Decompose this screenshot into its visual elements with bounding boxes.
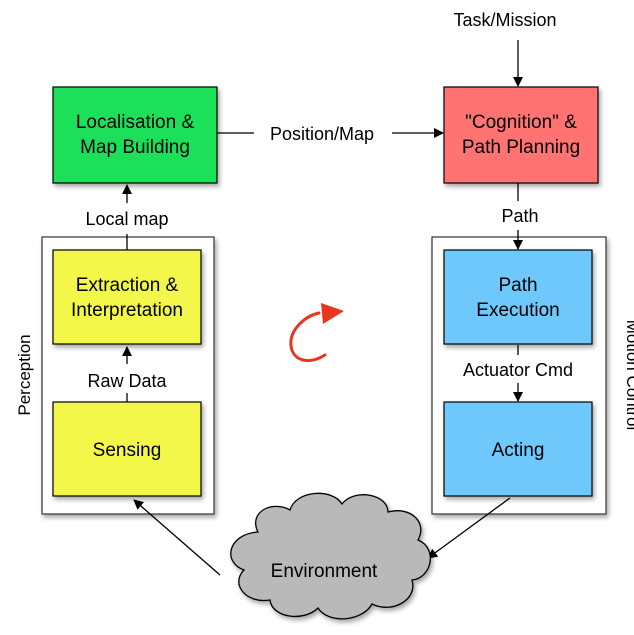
loop-arrow-icon (289, 303, 344, 362)
edge-label-path: Path (501, 206, 538, 226)
path-execution-label-line2: Execution (476, 300, 559, 321)
cognition-label-line1: "Cognition" & (465, 112, 577, 133)
edge-label-raw-data: Raw Data (87, 371, 167, 391)
loop-arrow-head (321, 303, 344, 324)
edge-label-actuator-cmd: Actuator Cmd (463, 360, 573, 380)
edge-label-position-map: Position/Map (270, 124, 374, 144)
localisation-label-line2: Map Building (80, 137, 190, 158)
arrow-acting-to-environment (427, 497, 511, 559)
node-environment-cloud (230, 492, 431, 620)
edge-label-local-map: Local map (85, 209, 168, 229)
node-cognition (443, 86, 599, 184)
node-path-execution (443, 249, 593, 345)
localisation-label-line1: Localisation & (76, 112, 195, 133)
perception-group-label: Perception (15, 334, 34, 415)
arrow-environment-to-sensing (133, 499, 221, 576)
extraction-label-line1: Extraction & (76, 275, 179, 296)
environment-label: Environment (271, 561, 378, 582)
node-localisation (52, 86, 218, 184)
motion-control-group-label: Motion Control (623, 320, 634, 431)
extraction-label-line2: Interpretation (71, 300, 183, 321)
path-execution-label-line1: Path (498, 275, 537, 296)
node-acting (443, 401, 593, 497)
edge-label-task-mission: Task/Mission (453, 10, 556, 30)
loop-arrow-curve (289, 311, 327, 362)
node-extraction (52, 249, 202, 345)
acting-label: Acting (492, 440, 545, 461)
cognition-label-line2: Path Planning (462, 137, 580, 158)
sensing-label: Sensing (93, 440, 162, 461)
node-sensing (52, 401, 202, 497)
